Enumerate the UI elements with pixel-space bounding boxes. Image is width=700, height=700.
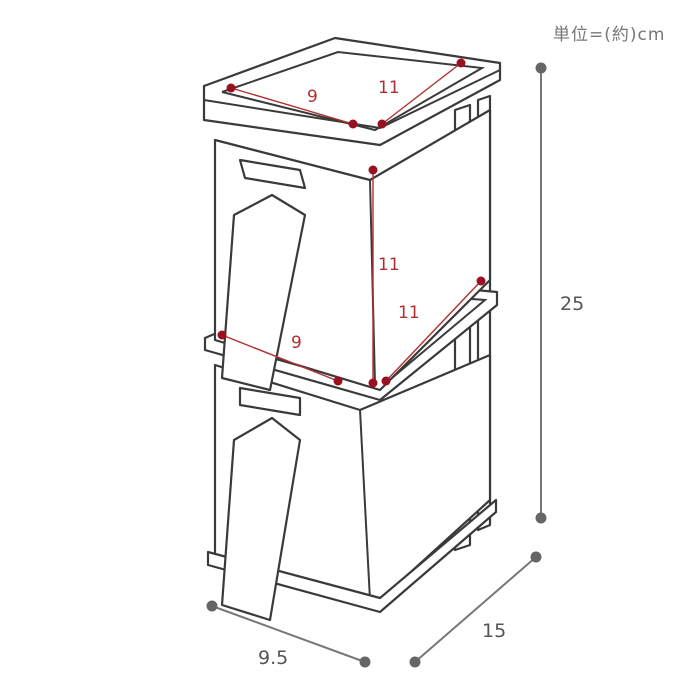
depth-label: 15 [482, 620, 506, 642]
mid-width-label: 9 [291, 333, 302, 353]
inner-dimension-lines [217, 58, 486, 388]
mid-height-label: 11 [378, 255, 400, 275]
upper-container [213, 108, 492, 392]
top-width-label: 9 [307, 87, 318, 107]
top-tray [202, 36, 502, 147]
unit-label: 単位=(約)cm [553, 25, 666, 45]
mid-depth-label: 11 [398, 303, 420, 323]
top-depth-label: 11 [378, 78, 400, 98]
width-label: 9.5 [258, 647, 288, 669]
lower-container [206, 353, 498, 622]
height-label: 25 [560, 293, 584, 315]
outer-dimension-lines [206, 62, 547, 668]
